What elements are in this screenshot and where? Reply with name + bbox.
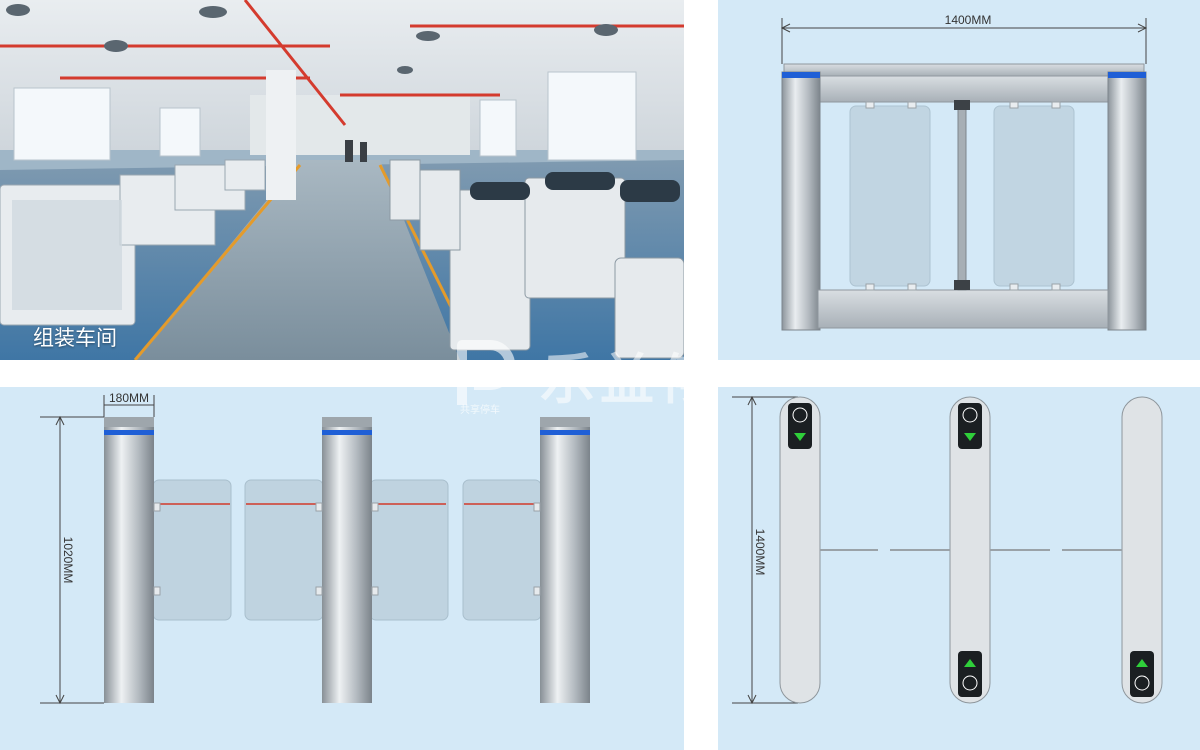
swing-gate-front-illustration: 1400MM [780,13,1148,331]
post-width-label: 180MM [109,391,149,405]
post-left [104,417,154,703]
direction-arrow-icon [1130,651,1154,697]
front-view-drawing: 1400MM [718,0,1200,360]
factory-photo-illustration [0,0,684,360]
post-middle [322,417,372,703]
swing-gate-side-illustration: 180MM 1020MM [40,391,590,705]
post-right [540,417,590,703]
swing-gate-top-illustration: 1400MM [732,395,1163,705]
top-view-drawing: 1400MM [718,387,1200,750]
length-label: 1400MM [753,529,767,576]
side-view-drawing: 180MM 1020MM [0,387,684,750]
photo-caption: 组装车间 [33,326,117,350]
width-dimension-line [780,18,1148,64]
width-label: 1400MM [945,13,992,27]
height-label: 1020MM [61,537,75,584]
card-reader-icon [788,403,812,449]
factory-photo: 组装车间 [0,0,684,360]
card-reader-icon [958,403,982,449]
direction-arrow-icon [958,651,982,697]
